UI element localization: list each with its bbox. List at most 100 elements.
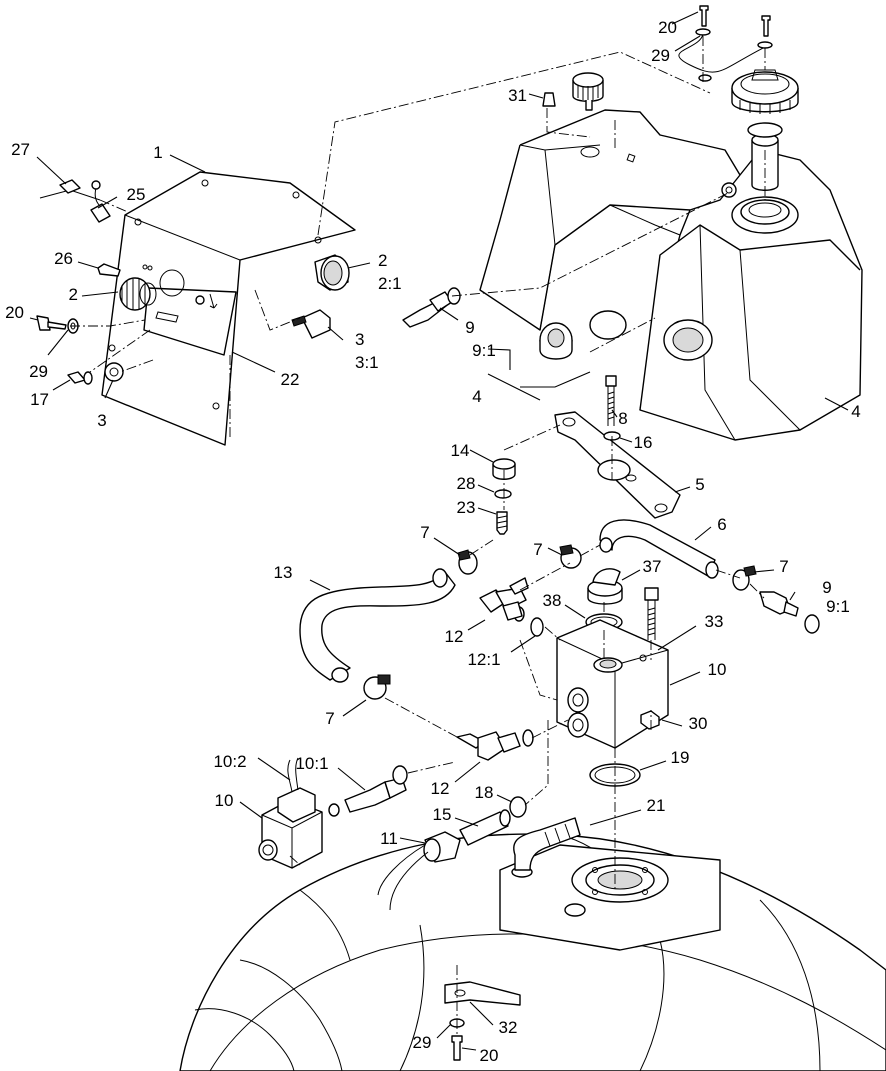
cap-lanyard: [678, 5, 773, 82]
hydraulic-tank: [479, 109, 863, 441]
callout-33: 33: [705, 612, 724, 631]
switch-17: [67, 371, 93, 385]
callout-6: 6: [717, 515, 726, 534]
callout-28: 28: [457, 474, 476, 493]
o-ring-18: [509, 796, 527, 818]
elbow-fitting-12-upper: [479, 577, 529, 622]
callout-9-upper: 9: [465, 318, 474, 337]
filler-cap: [731, 69, 799, 114]
screw-20-bottom: [451, 1035, 463, 1061]
callout-7-a: 7: [420, 523, 429, 542]
filler-strainer: [747, 122, 783, 191]
bolt-8: [605, 375, 617, 426]
callout-27: 27: [11, 140, 30, 159]
hose-clamp-7c: [732, 565, 757, 591]
callout-30: 30: [689, 714, 708, 733]
screw-23: [496, 511, 508, 535]
callout-21: 21: [647, 796, 666, 815]
callout-13: 13: [274, 563, 293, 582]
hose-13: [299, 568, 456, 683]
o-ring-12-1: [530, 617, 544, 637]
callout-26: 26: [54, 249, 73, 268]
instrument-panel: [101, 171, 356, 446]
callout-2-1: 2:1: [378, 274, 402, 293]
callout-17: 17: [30, 390, 49, 409]
washer-28: [494, 489, 512, 499]
callout-10-1: 10:1: [295, 754, 328, 773]
hose-clamp-7d: [363, 674, 391, 700]
callout-7-d: 7: [325, 709, 334, 728]
callout-4-right: 4: [851, 402, 860, 421]
callout-11: 11: [380, 829, 398, 848]
callout-9-right: 9: [822, 578, 831, 597]
callout-5: 5: [695, 475, 704, 494]
callout-10-solenoid: 10: [215, 791, 234, 810]
hose-6: [599, 519, 719, 579]
cap-37: [587, 568, 623, 605]
hose-clamp-7a: [457, 549, 478, 575]
callout-31: 31: [508, 86, 527, 105]
valve-block: [556, 619, 669, 749]
callout-1: 1: [153, 143, 162, 162]
elbow-fitting-12-lower: [456, 729, 534, 761]
screw-26: [97, 263, 148, 277]
gauge-2-right: [314, 254, 350, 291]
callout-20-bottom: 20: [480, 1046, 499, 1065]
breather-cap: [572, 72, 604, 111]
callout-29-left: 29: [29, 362, 48, 381]
callout-labels: 20 29 31 27 1 25 26 2 2 2:1 20 29 17 3 3…: [5, 18, 861, 1065]
callout-10-2: 10:2: [213, 752, 246, 771]
callout-23: 23: [457, 498, 476, 517]
callout-12-1: 12:1: [467, 650, 500, 669]
callout-4-left: 4: [472, 387, 481, 406]
mounting-bracket: [554, 411, 681, 519]
hose-clamp-7b: [559, 544, 582, 569]
callout-29: 29: [651, 46, 670, 65]
callout-14: 14: [451, 441, 470, 460]
fitting-9-upper: [402, 287, 461, 328]
bolt-33: [644, 587, 659, 640]
callout-38: 38: [543, 591, 562, 610]
callout-18: 18: [475, 783, 494, 802]
gauge-2-left: [119, 277, 157, 311]
machine-body: [179, 833, 886, 1071]
callout-9-1-right: 9:1: [826, 597, 850, 616]
callout-3-right: 3: [355, 330, 364, 349]
callout-7-b: 7: [533, 540, 542, 559]
callout-12-upper: 12: [445, 627, 464, 646]
fitting-9-right: [759, 591, 820, 634]
plug-31: [542, 92, 556, 107]
callout-10-block: 10: [708, 660, 727, 679]
callout-9-1-upper: 9:1: [472, 341, 496, 360]
tank-port-fittings: [539, 310, 627, 360]
sensor-11: [377, 831, 461, 911]
assembly-lines: [70, 36, 766, 1036]
callout-2-right: 2: [378, 251, 387, 270]
callout-20: 20: [658, 18, 677, 37]
fitting-15: [459, 809, 511, 846]
callout-22: 22: [281, 370, 300, 389]
callout-7-c: 7: [779, 557, 788, 576]
callout-15: 15: [433, 805, 452, 824]
suction-hose-21: [513, 817, 581, 871]
screw-20-washer-29-left: [36, 315, 79, 334]
callout-16: 16: [634, 433, 653, 452]
solenoid-coil: [258, 757, 323, 869]
callout-20-left: 20: [5, 303, 24, 322]
clip-32: [444, 981, 521, 1006]
callout-3-left: 3: [97, 411, 106, 430]
leader-lines: [29, 11, 849, 1051]
callout-32: 32: [499, 1018, 518, 1037]
callout-8: 8: [618, 409, 627, 428]
valve-cartridge: [328, 765, 408, 817]
callout-37: 37: [643, 557, 662, 576]
callout-12-lower: 12: [431, 779, 450, 798]
callout-19: 19: [671, 748, 690, 767]
callout-29-bottom: 29: [413, 1033, 432, 1052]
callout-2-left: 2: [69, 285, 78, 304]
nut-3-left: [104, 362, 124, 382]
switch-3-right: [291, 309, 331, 339]
callout-25: 25: [127, 185, 146, 204]
callout-3-1: 3:1: [355, 353, 379, 372]
